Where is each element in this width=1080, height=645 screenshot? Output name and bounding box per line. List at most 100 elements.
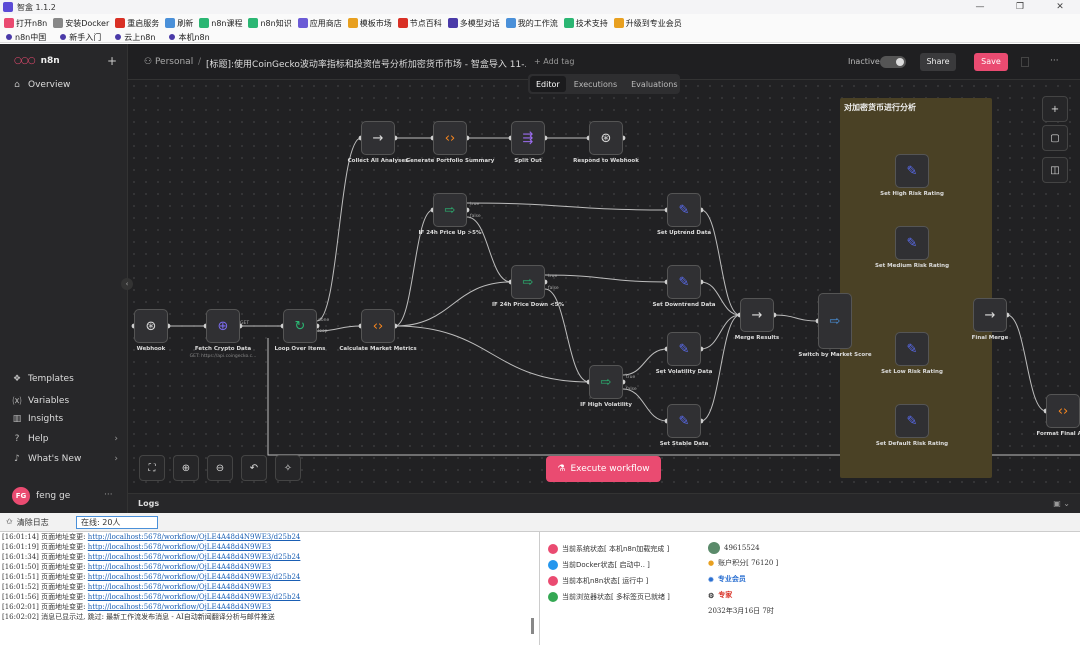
zoom-out-button[interactable]: ⊖ [207, 455, 233, 481]
bookmark-0[interactable]: n8n中国 [6, 32, 46, 43]
log-link[interactable]: http://localhost:5678/workflow/OjLE4A48d… [87, 533, 301, 541]
node-format[interactable]: ‹› [1046, 394, 1080, 428]
node-med[interactable]: ✎ [895, 226, 929, 260]
node-fetch[interactable]: ⊕ [206, 309, 240, 343]
tidy-up-button[interactable]: ✧ [275, 455, 301, 481]
connection[interactable] [700, 281, 741, 316]
node-split[interactable]: ⇶ [511, 121, 545, 155]
toolbar-button-11[interactable]: 技术支持 [563, 18, 608, 29]
connection[interactable] [700, 209, 741, 316]
node-switch[interactable]: ⇨ [818, 293, 852, 349]
node-ifup[interactable]: ⇨ [433, 193, 467, 227]
toolbar-button-4[interactable]: n8n课程 [199, 18, 242, 29]
save-button[interactable]: Save [974, 53, 1008, 71]
connection[interactable] [544, 288, 590, 383]
add-tag-button[interactable]: + Add tag [534, 57, 575, 66]
undo-button[interactable]: ↶ [241, 455, 267, 481]
node-ifdown[interactable]: ⇨ [511, 265, 545, 299]
active-toggle[interactable] [880, 56, 906, 68]
node-collect[interactable]: → [361, 121, 395, 155]
logs-panel[interactable]: Logs▣ ⌄ [128, 493, 1080, 513]
bookmark-1[interactable]: 新手入门 [60, 32, 101, 43]
zoom-in-button[interactable]: ⊕ [173, 455, 199, 481]
connection[interactable] [466, 216, 512, 283]
sidebar-item-variables[interactable]: ⒳Variables [12, 395, 70, 408]
project-breadcrumb[interactable]: ⚇ Personal [144, 57, 194, 67]
sidebar-item-templates[interactable]: ❖Templates [12, 374, 74, 384]
log-link[interactable]: http://localhost:5678/workflow/OjLE4A48d… [87, 563, 272, 571]
node-setdown[interactable]: ✎ [667, 265, 701, 299]
history-icon[interactable] [1021, 57, 1029, 67]
toolbar-button-10[interactable]: 我的工作流 [505, 18, 558, 29]
toolbar-button-12[interactable]: 升级到专业会员 [613, 18, 682, 29]
add-node-button[interactable]: + [1042, 96, 1068, 122]
node-setstable[interactable]: ✎ [667, 404, 701, 438]
connection[interactable] [394, 281, 512, 327]
more-options-button[interactable]: ··· [1050, 56, 1059, 66]
connection[interactable] [700, 314, 741, 422]
connection[interactable] [394, 325, 590, 383]
node-gen[interactable]: ‹› [433, 121, 467, 155]
node-high[interactable]: ✎ [895, 154, 929, 188]
node-loop[interactable]: ↻ [283, 309, 317, 343]
tab-editor[interactable]: Editor [530, 76, 566, 92]
create-button[interactable]: + [106, 54, 118, 68]
connection[interactable] [316, 137, 362, 322]
share-button[interactable]: Share [920, 53, 956, 71]
sidebar-item-overview[interactable]: ⌂Overview [12, 80, 118, 90]
connection[interactable] [1006, 314, 1047, 412]
user-more-button[interactable]: ··· [104, 490, 113, 500]
log-link[interactable]: http://localhost:5678/workflow/OjLE4A48d… [87, 593, 301, 601]
node-setvol[interactable]: ✎ [667, 332, 701, 366]
clear-log-button[interactable]: ✩清除日志 [6, 517, 49, 527]
node-ifvol[interactable]: ⇨ [589, 365, 623, 399]
restore-button[interactable]: ❐ [1015, 2, 1025, 12]
toolbar-button-1[interactable]: 安装Docker [53, 18, 109, 29]
toggle-panel-button[interactable]: ◫ [1042, 157, 1068, 183]
add-sticky-button[interactable]: ▢ [1042, 125, 1068, 151]
connection[interactable] [622, 388, 668, 422]
toolbar-button-0[interactable]: 打开n8n [4, 18, 47, 29]
n8n-logo[interactable]: ○○○n8n [14, 56, 60, 66]
node-calc[interactable]: ‹› [361, 309, 395, 343]
fit-view-button[interactable]: ⛶ [139, 455, 165, 481]
node-webhook[interactable]: ⊛ [134, 309, 168, 343]
connection[interactable] [700, 314, 741, 350]
loop-back-connection[interactable] [267, 338, 1080, 456]
toolbar-button-7[interactable]: 模板市场 [347, 18, 392, 29]
execute-workflow-button[interactable]: ⚗Execute workflow [546, 456, 661, 482]
sidebar-item-whats-new[interactable]: ♪What's New› [12, 454, 118, 464]
toolbar-button-9[interactable]: 多模型对话 [447, 18, 500, 29]
node-respond[interactable]: ⊛ [589, 121, 623, 155]
connection[interactable] [466, 202, 668, 211]
close-button[interactable]: ✕ [1056, 2, 1064, 12]
node-def[interactable]: ✎ [895, 404, 929, 438]
sidebar-item-insights[interactable]: ▥Insights [12, 414, 64, 424]
connection[interactable] [544, 274, 668, 283]
connection[interactable] [316, 325, 362, 332]
node-setup[interactable]: ✎ [667, 193, 701, 227]
minimize-button[interactable]: — [975, 2, 985, 12]
bookmark-2[interactable]: 云上n8n [115, 32, 155, 43]
tab-executions[interactable]: Executions [573, 79, 618, 89]
connection[interactable] [773, 314, 819, 322]
toolbar-button-3[interactable]: 刷新 [165, 18, 193, 29]
log-link[interactable]: http://localhost:5678/workflow/OjLE4A48d… [87, 583, 272, 591]
bookmark-3[interactable]: 本机n8n [169, 32, 210, 43]
node-final[interactable]: → [973, 298, 1007, 332]
tab-evaluations[interactable]: Evaluations [631, 79, 678, 89]
log-link[interactable]: http://localhost:5678/workflow/OjLE4A48d… [87, 543, 272, 551]
toolbar-button-5[interactable]: n8n知识 [248, 18, 292, 29]
toolbar-button-6[interactable]: 应用商店 [297, 18, 342, 29]
logs-controls[interactable]: ▣ ⌄ [1053, 499, 1070, 508]
connection[interactable] [622, 348, 668, 376]
collapse-sidebar-button[interactable]: ‹ [121, 278, 133, 290]
toolbar-button-2[interactable]: 重启服务 [115, 18, 159, 29]
workflow-name[interactable]: [标题]:使用CoinGecko波动率指标和投资信号分析加密货币市场 - 智盒导… [206, 60, 526, 70]
node-merge[interactable]: → [740, 298, 774, 332]
log-scrollbar[interactable] [531, 618, 534, 634]
connection[interactable] [394, 209, 434, 327]
sidebar-item-help[interactable]: ?Help› [12, 434, 118, 444]
log-link[interactable]: http://localhost:5678/workflow/OjLE4A48d… [87, 553, 301, 561]
